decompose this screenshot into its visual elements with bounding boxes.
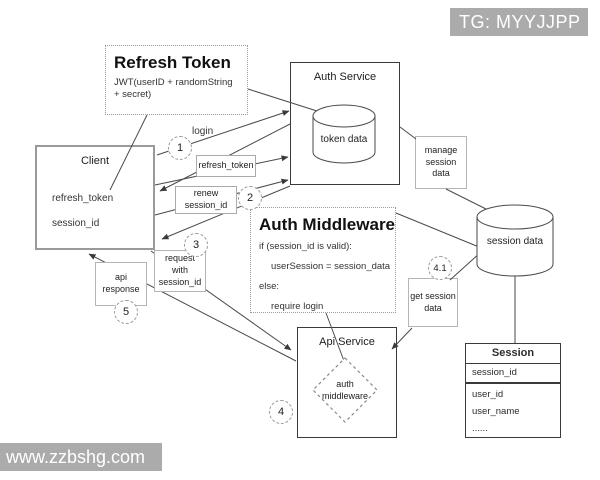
get-session-data-box: get session data bbox=[408, 278, 458, 327]
api-response-edge-label: api response bbox=[95, 262, 147, 306]
client-box: Client refresh_token session_id bbox=[35, 145, 155, 250]
login-edge-label: login bbox=[192, 126, 214, 137]
auth-middleware-code-if: if (session_id is valid): bbox=[259, 241, 352, 252]
client-title: Client bbox=[80, 155, 110, 167]
step-circle-2: 2 bbox=[238, 186, 262, 210]
auth-service-title: Auth Service bbox=[313, 71, 377, 83]
client-field-refresh-token: refresh_token bbox=[52, 193, 114, 204]
edge-sessiondata-to-get bbox=[449, 251, 482, 281]
refresh-token-body: JWT(userID + randomString + secret) bbox=[114, 77, 233, 100]
manage-session-data-label: manage session data bbox=[424, 144, 458, 179]
watermark-top-right: TG: MYYJJPP bbox=[450, 8, 588, 36]
session-table-key-session-id: session_id bbox=[466, 364, 560, 384]
auth-service-box: Auth Service bbox=[290, 62, 400, 185]
client-field-session-id: session_id bbox=[52, 218, 100, 229]
refresh-token-definition-box: Refresh Token JWT(userID + randomString … bbox=[105, 45, 248, 115]
api-service-title: Api Service bbox=[319, 336, 375, 348]
renew-session-id-edge-label: renew session_id bbox=[175, 186, 237, 214]
step-circle-4: 4 bbox=[269, 400, 293, 424]
auth-middleware-code-else: else: bbox=[259, 281, 280, 292]
session-table-field-ellipsis: ...... bbox=[472, 423, 488, 434]
step-circle-3: 3 bbox=[184, 233, 208, 257]
edge-middleware-to-sessiondata bbox=[395, 212, 480, 248]
edge-manage-to-sessiondata bbox=[445, 188, 493, 213]
step-circle-4-1: 4.1 bbox=[428, 256, 452, 280]
session-table: Session session_id user_id user_name ...… bbox=[465, 343, 561, 438]
refresh-token-title: Refresh Token bbox=[114, 53, 231, 72]
session-table-title: Session bbox=[466, 344, 560, 364]
auth-middleware-box: Auth Middleware if (session_id is valid)… bbox=[250, 207, 396, 313]
manage-session-data-box: manage session data bbox=[415, 136, 467, 189]
step-circle-1: 1 bbox=[168, 136, 192, 160]
step-circle-5: 5 bbox=[114, 300, 138, 324]
auth-middleware-title: Auth Middleware bbox=[259, 215, 396, 234]
api-auth-middleware-diamond-label: auth middleware bbox=[321, 379, 369, 401]
watermark-bottom-left: www.zzbshg.com bbox=[0, 443, 162, 471]
auth-middleware-code-require: require login bbox=[271, 301, 324, 312]
session-table-field-user-name: user_name bbox=[472, 406, 520, 417]
edge-authservice-to-manage bbox=[399, 126, 417, 140]
session-table-field-user-id: user_id bbox=[472, 389, 504, 400]
get-session-data-label: get session data bbox=[410, 290, 456, 313]
token-data-label: token data bbox=[320, 134, 368, 145]
auth-middleware-code-assign: userSession = session_data bbox=[271, 261, 391, 272]
session-data-label: session data bbox=[486, 236, 544, 247]
refresh-token-edge-label: refresh_token bbox=[196, 155, 256, 177]
